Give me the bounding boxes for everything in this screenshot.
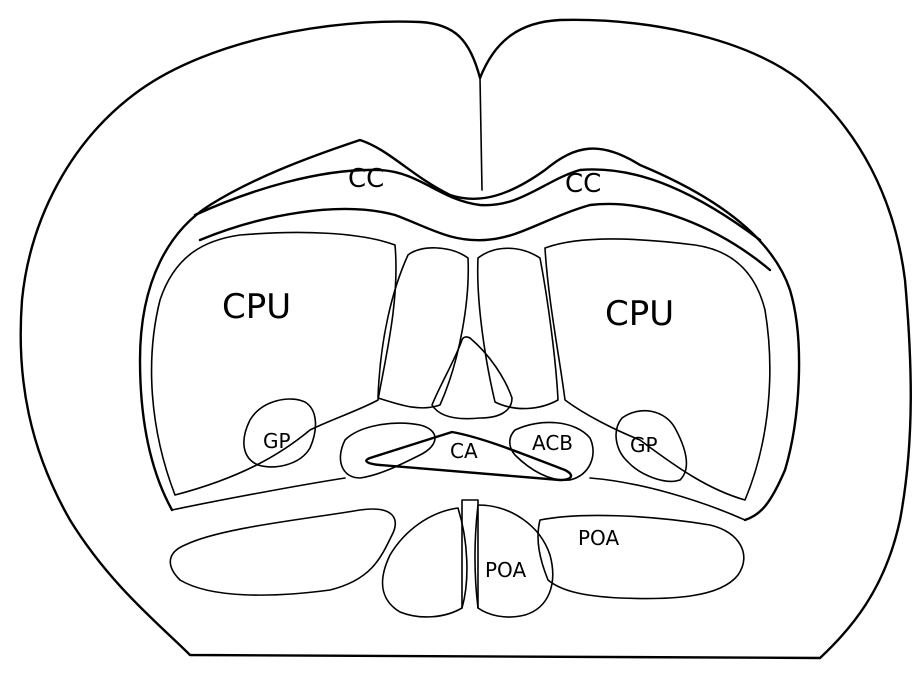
lateral-ventricle-center: [432, 337, 512, 419]
label-gp-left: GP: [263, 429, 291, 453]
septum-right: [478, 248, 558, 408]
acb-left-region: [340, 423, 435, 478]
cpu-left-region: [152, 232, 396, 495]
label-cc-right: CC: [565, 169, 601, 199]
label-poa-center: POA: [485, 558, 526, 582]
label-poa-right: POA: [578, 526, 619, 550]
midline-fissure: [480, 78, 482, 190]
label-acb: ACB: [532, 431, 573, 455]
label-cpu-left: CPU: [222, 287, 291, 327]
ventral-boundary: [172, 478, 745, 520]
outer-brain-outline: [21, 20, 911, 658]
label-cpu-right: CPU: [605, 294, 674, 334]
poa-right-band: [538, 515, 744, 598]
poa-left-band: [170, 509, 395, 595]
label-gp-right: GP: [630, 433, 658, 457]
label-ca: CA: [450, 439, 478, 463]
cpu-right-region: [545, 239, 770, 500]
label-cc-left: CC: [348, 164, 384, 194]
